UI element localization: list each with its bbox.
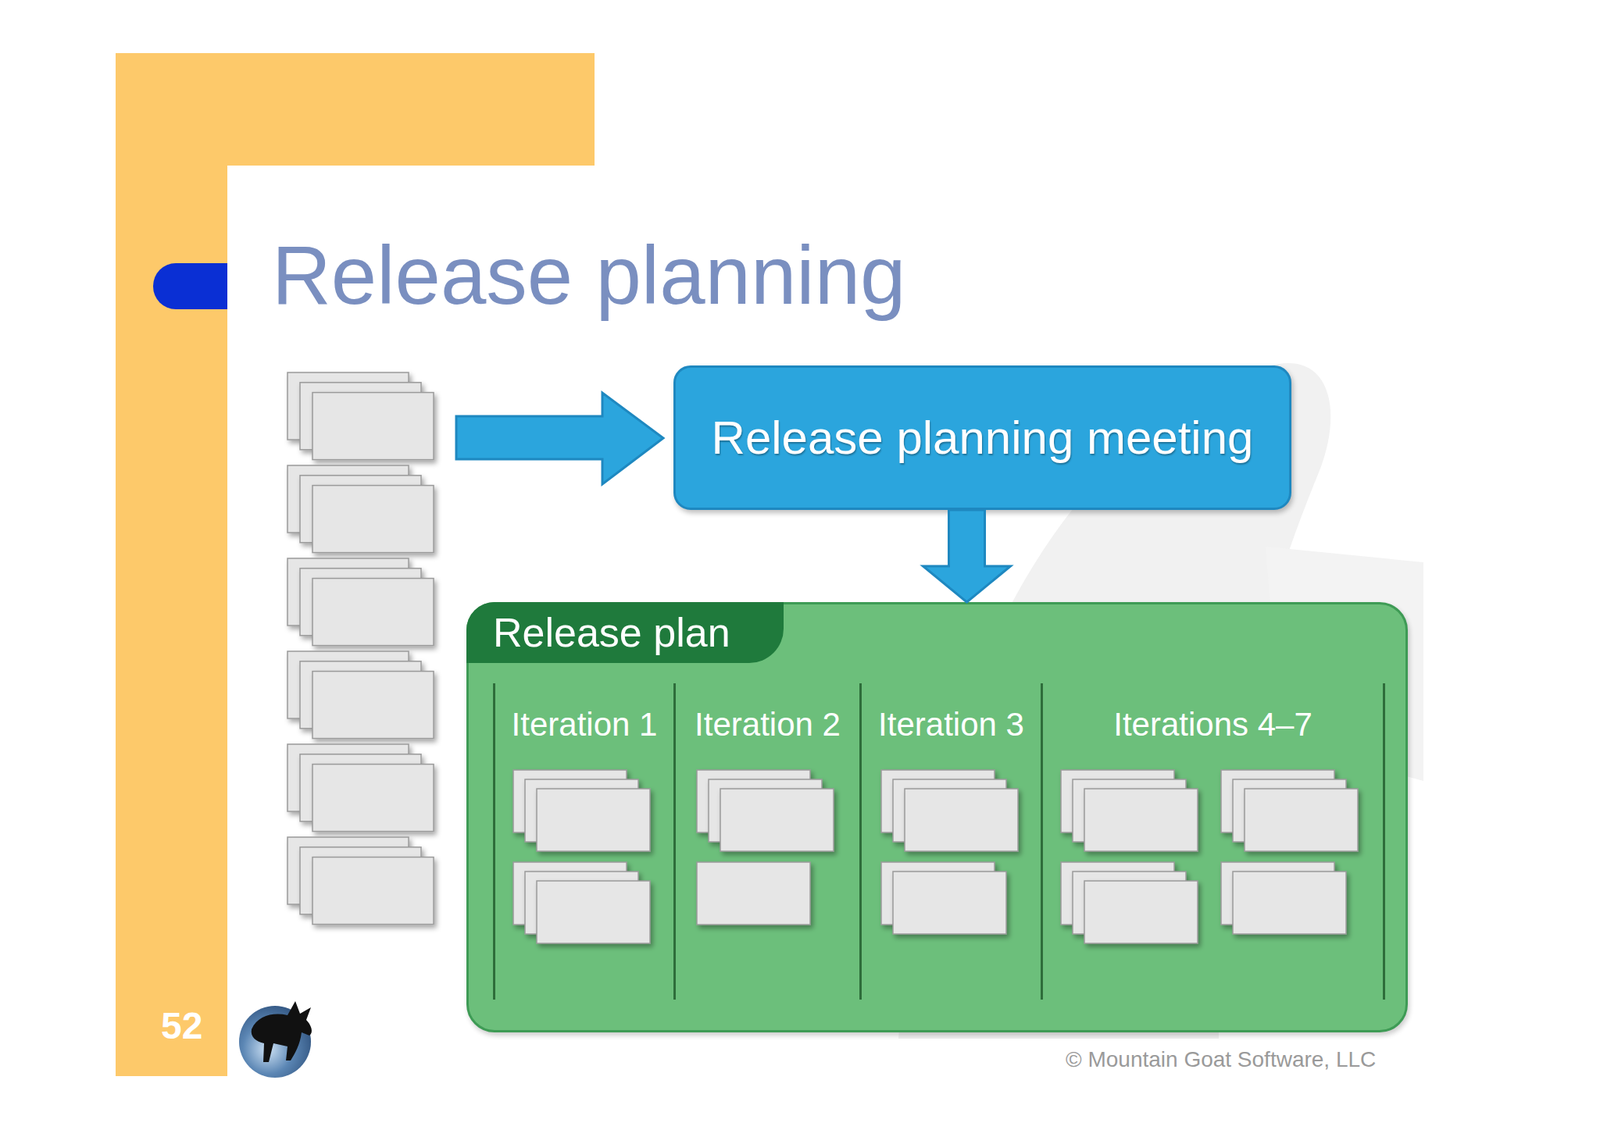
plan-heading: Release plan — [466, 602, 784, 664]
yellow-band — [115, 53, 228, 1077]
iteration-label: Iterations 4–7 — [1042, 705, 1383, 745]
iteration-column: Iteration 3 — [861, 683, 1043, 1000]
story-card — [287, 837, 409, 905]
input-arrow — [456, 392, 664, 485]
meeting-box: Release planning meeting — [673, 365, 1292, 511]
iteration-column: Iterations 4–7 — [1042, 683, 1386, 1000]
story-card — [312, 671, 434, 740]
story-card — [312, 392, 434, 461]
story-card — [300, 754, 422, 822]
story-card — [287, 744, 409, 812]
story-card — [287, 465, 409, 533]
release-plan-box: Release planIteration 1Iteration 2Iterat… — [466, 602, 1408, 1033]
slide-area — [227, 165, 1600, 1130]
story-card — [300, 568, 422, 636]
title-bullet — [153, 263, 263, 310]
iteration-column: Iteration 1 — [492, 683, 676, 1000]
story-card — [312, 764, 434, 833]
card-stack — [287, 558, 434, 647]
card-stack — [287, 744, 434, 833]
story-card — [300, 475, 422, 543]
slide-number: 52 — [160, 1007, 203, 1046]
iteration-label: Iteration 2 — [675, 705, 860, 745]
story-card — [300, 847, 422, 915]
logo-globe — [239, 1006, 311, 1079]
story-card — [287, 372, 409, 440]
story-card — [287, 558, 409, 626]
iteration-column: Iteration 2 — [675, 683, 862, 1000]
story-card — [312, 857, 434, 925]
card-stack — [287, 651, 434, 740]
yellow-band — [115, 53, 595, 166]
iteration-label: Iteration 1 — [495, 705, 674, 745]
card-stack — [287, 837, 434, 925]
flow-arrow — [923, 510, 1011, 603]
card-stack — [287, 465, 434, 554]
card-stack — [287, 372, 434, 461]
story-card — [287, 651, 409, 719]
copyright-note: © Mountain Goat Software, LLC — [1065, 1049, 1376, 1072]
story-card — [300, 382, 422, 450]
slide-title: Release planning — [271, 234, 906, 317]
story-card — [312, 578, 434, 647]
story-card — [312, 485, 434, 554]
logo-goat — [251, 1001, 312, 1063]
iteration-label: Iteration 3 — [861, 705, 1041, 745]
meeting-label: Release planning meeting — [711, 410, 1254, 465]
story-card — [300, 661, 422, 729]
